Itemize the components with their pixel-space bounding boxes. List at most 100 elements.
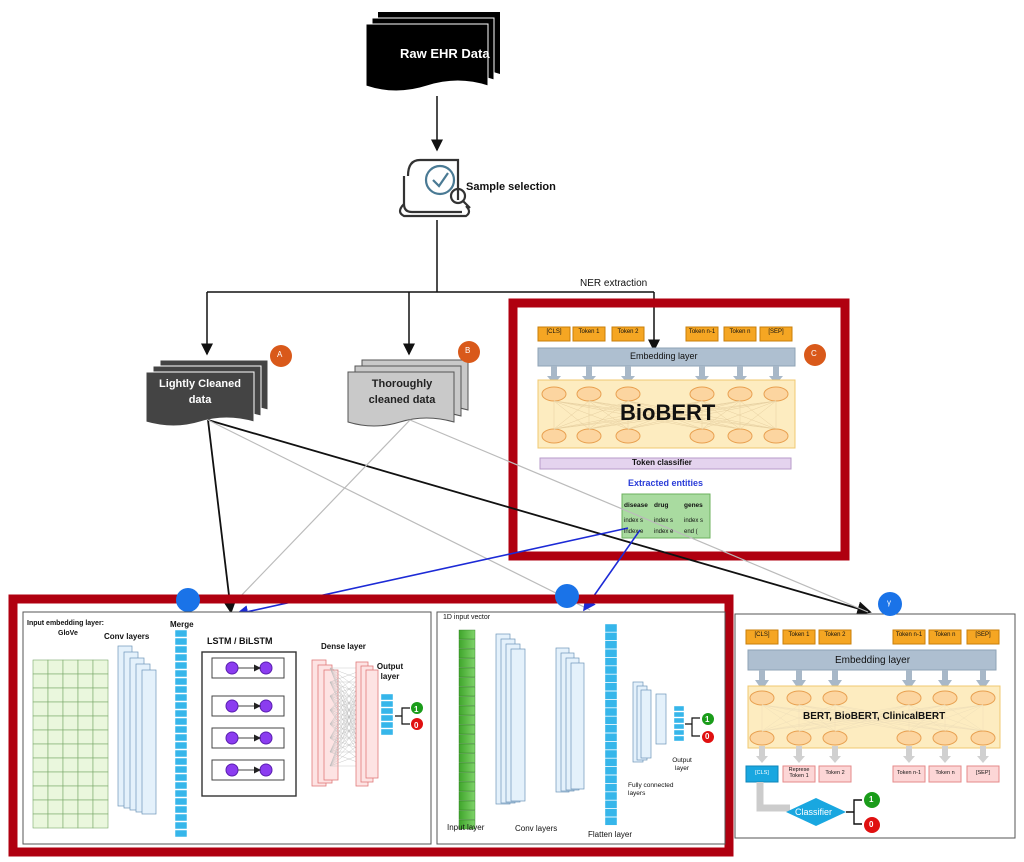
conv-stack-1 [117, 645, 157, 815]
bert-token [928, 629, 962, 645]
conv-slice [141, 669, 157, 815]
cnn-output-cell [673, 729, 685, 736]
lstm-cell [225, 661, 239, 675]
glove-cell [77, 729, 94, 745]
output-1-circle-bert [864, 792, 880, 808]
biobert-edge [588, 400, 629, 430]
biobert-edge [701, 400, 741, 430]
bert-models-label: BERT, BioBERT, ClinicalBERT [803, 711, 946, 722]
glove-grid [32, 659, 109, 829]
merge-bar [174, 629, 188, 838]
glove-cell [47, 813, 64, 829]
glove-cell [62, 813, 79, 829]
merge-cell [174, 669, 188, 678]
glove-label: GloVe [58, 630, 78, 637]
glove-cell [32, 701, 49, 717]
bert-node [932, 690, 958, 706]
biobert-token [572, 326, 606, 342]
cnn-conv-slice-2 [570, 662, 585, 790]
glove-cell [47, 659, 64, 675]
badge-beta [555, 584, 579, 608]
merge-cell [174, 701, 188, 710]
glove-cell [47, 799, 64, 815]
output-cell [380, 693, 394, 701]
bert-node [896, 690, 922, 706]
glove-cell [77, 715, 94, 731]
bert-output-token-label: Token 2 [825, 770, 845, 776]
bert-token [745, 629, 779, 645]
glove-cell [32, 743, 49, 759]
glove-cell [62, 729, 79, 745]
biobert-node [763, 386, 789, 402]
bert-down-arrow [976, 670, 990, 690]
biobert-node [689, 428, 715, 444]
merge-cell [174, 717, 188, 726]
badge-c [804, 344, 826, 366]
models-highlight-frame [8, 594, 734, 857]
output-cell [380, 714, 394, 722]
glove-cell [92, 757, 109, 773]
bert-token-label: [CLS] [754, 632, 770, 638]
input-vector-cell [458, 724, 476, 735]
glove-cell [92, 771, 109, 787]
extracted-entities-label: Extracted entities [628, 478, 704, 488]
merge-cell [174, 813, 188, 822]
flatten-cell [604, 691, 618, 700]
merge-cell [174, 781, 188, 790]
bert-node [749, 730, 775, 746]
merge-cell [174, 757, 188, 766]
merge-cell [174, 709, 188, 718]
merge-cell [174, 773, 188, 782]
flatten-cell [604, 808, 618, 817]
bert-edge [761, 704, 800, 732]
biobert-edge [553, 400, 629, 430]
bert-edge [908, 704, 984, 732]
flatten-cell [604, 716, 618, 725]
bert-embedding-bar [747, 649, 997, 671]
bert-down-arrow [792, 670, 806, 690]
bert-out-arrow [756, 746, 768, 763]
glove-cell [47, 771, 64, 787]
bert-token [966, 629, 1000, 645]
badge-alpha [176, 588, 200, 612]
entity-cell: index e [624, 529, 644, 535]
glove-cell [77, 673, 94, 689]
glove-cell [32, 799, 49, 815]
biobert-embedding-label: Embedding layer [630, 351, 698, 361]
ner-extraction-label: NER extraction [580, 278, 648, 289]
lstm-row [211, 727, 285, 749]
entity-cell: index s [684, 518, 704, 524]
dense-slice-2 [365, 669, 379, 779]
biobert-title: BioBERT [620, 400, 716, 425]
bert-node [970, 690, 996, 706]
merge-cell [174, 653, 188, 662]
cnn-output-cell [673, 735, 685, 742]
input-vector-cell [458, 753, 476, 763]
input-vector-cell [458, 658, 476, 668]
glove-cell [32, 729, 49, 745]
glove-cell [92, 813, 109, 829]
bert-down-arrow [828, 670, 842, 690]
entity-cell: index s [624, 518, 644, 524]
raw-ehr-label: Raw EHR Data [400, 46, 490, 61]
flatten-cell [604, 733, 618, 742]
bert-node [749, 690, 775, 706]
bert-edge [761, 704, 946, 732]
input-vector-cell [458, 781, 476, 792]
lstm-cell [259, 699, 273, 713]
glove-cell [47, 757, 64, 773]
input-vector-cell [458, 800, 476, 811]
input-vector-label: 1D input vector [443, 614, 491, 621]
bert-node [786, 690, 812, 706]
merge-cell [174, 749, 188, 758]
input-vector-cell [458, 734, 476, 744]
flatten-cell [604, 640, 618, 649]
bert-token [818, 629, 852, 645]
entity-cell: end ( [684, 529, 698, 535]
bert-output-token-label: Token n [935, 770, 955, 776]
flatten-cell [604, 741, 618, 750]
glove-cell [47, 687, 64, 703]
merge-cell [174, 765, 188, 774]
biobert-token-label: Token n [729, 329, 751, 335]
merge-cell [174, 805, 188, 814]
